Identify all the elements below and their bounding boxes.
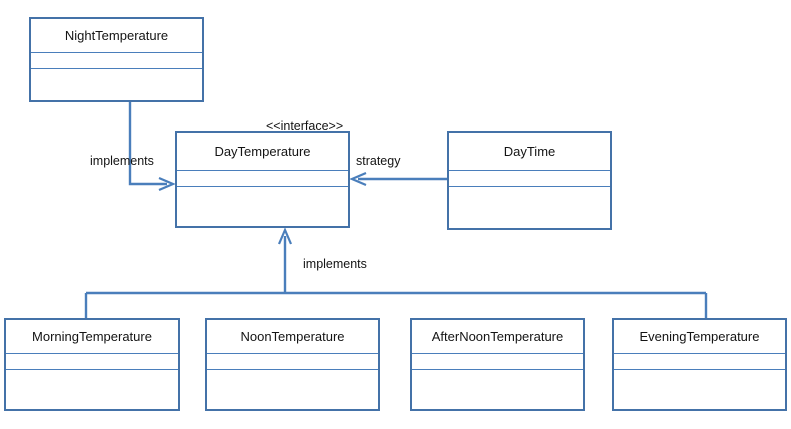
- connector-daytime-strategy: [349, 171, 447, 187]
- class-box-afternoon-temperature[interactable]: AfterNoonTemperature: [410, 318, 585, 411]
- class-attributes-evening-temperature: [614, 354, 785, 370]
- class-operations-evening-temperature: [614, 370, 785, 409]
- class-box-night-temperature[interactable]: NightTemperature: [29, 17, 204, 102]
- class-attributes-night-temperature: [31, 53, 202, 69]
- class-name-night-temperature: NightTemperature: [31, 19, 202, 53]
- class-box-morning-temperature[interactable]: MorningTemperature: [4, 318, 180, 411]
- stereotype-label-day-temperature: <<interface>>: [266, 119, 344, 133]
- class-box-evening-temperature[interactable]: EveningTemperature: [612, 318, 787, 411]
- class-operations-morning-temperature: [6, 370, 178, 409]
- class-operations-day-temperature: [177, 187, 348, 226]
- connector-subclasses-implements: [84, 227, 708, 318]
- class-attributes-noon-temperature: [207, 354, 378, 370]
- class-box-day-time[interactable]: DayTime: [447, 131, 612, 230]
- class-attributes-morning-temperature: [6, 354, 178, 370]
- class-operations-night-temperature: [31, 69, 202, 100]
- connector-night-implements: [128, 102, 176, 192]
- edge-label-daytime-strategy: strategy: [356, 154, 401, 168]
- class-name-noon-temperature: NoonTemperature: [207, 320, 378, 354]
- edge-label-night-implements: implements: [90, 154, 154, 168]
- edge-label-subclasses-implements: implements: [303, 257, 367, 271]
- class-attributes-afternoon-temperature: [412, 354, 583, 370]
- class-box-day-temperature[interactable]: DayTemperature: [175, 131, 350, 228]
- class-name-morning-temperature: MorningTemperature: [6, 320, 178, 354]
- class-operations-afternoon-temperature: [412, 370, 583, 409]
- class-name-day-time: DayTime: [449, 133, 610, 171]
- class-operations-noon-temperature: [207, 370, 378, 409]
- class-attributes-day-time: [449, 171, 610, 187]
- class-name-afternoon-temperature: AfterNoonTemperature: [412, 320, 583, 354]
- class-operations-day-time: [449, 187, 610, 228]
- class-box-noon-temperature[interactable]: NoonTemperature: [205, 318, 380, 411]
- class-name-evening-temperature: EveningTemperature: [614, 320, 785, 354]
- class-name-day-temperature: DayTemperature: [177, 133, 348, 171]
- class-attributes-day-temperature: [177, 171, 348, 187]
